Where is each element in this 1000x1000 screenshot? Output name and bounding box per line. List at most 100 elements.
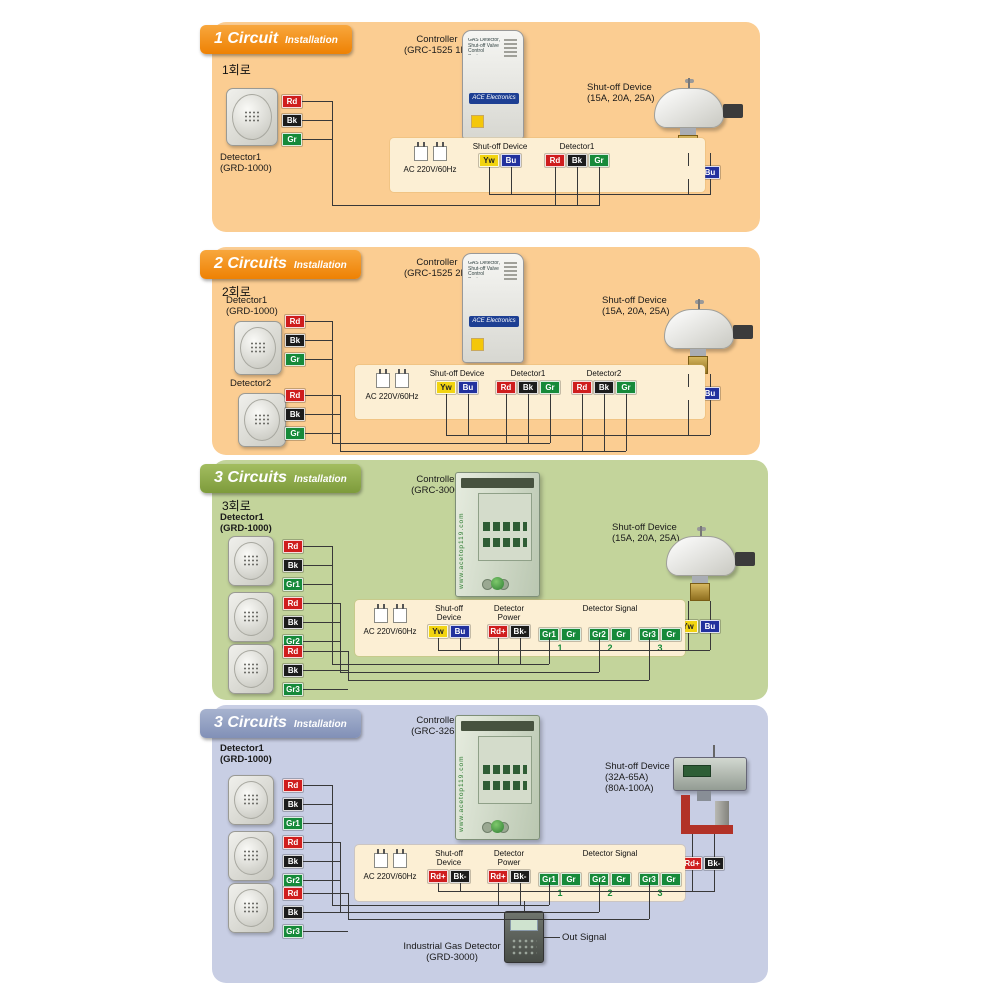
terminal-bk-: Bk- (704, 857, 724, 870)
detector1-label: Detector1 (GRD-1000) (226, 295, 278, 317)
terminal-rd: Rd (572, 381, 592, 394)
terminal-rd+: Rd+ (488, 870, 508, 883)
wire (520, 883, 521, 905)
wire (528, 394, 529, 443)
wire (340, 395, 341, 451)
wiring-group-detector-power: Detector Power Rd+Bk- (483, 604, 535, 638)
wire (303, 785, 332, 786)
outlet-icon (413, 142, 428, 161)
wire (688, 633, 689, 650)
wire (489, 167, 490, 194)
wire (303, 893, 348, 894)
terminal-gr3: Gr3 (639, 873, 659, 886)
wire (332, 443, 550, 444)
terminal-gr: Gr (282, 133, 302, 146)
terminal-gr: Gr (616, 381, 636, 394)
wire (446, 435, 710, 436)
circuit-count-label: 1회로 (222, 63, 251, 77)
wire (555, 167, 556, 205)
wire (710, 400, 711, 435)
terminal-rd: Rd (496, 381, 516, 394)
wire (340, 672, 599, 673)
valve-display-icon (683, 765, 711, 777)
shutoff-terminals: Rd+Bk- (682, 857, 724, 870)
ac-power: AC 220V/60Hz (361, 846, 419, 881)
wire (599, 638, 600, 672)
wire (348, 893, 349, 919)
terminal-bu: Bu (501, 154, 521, 167)
wire (305, 321, 332, 322)
controller-label: Controller (GRC-3265) (411, 715, 463, 737)
terminal-bk: Bk (285, 334, 305, 347)
terminal-gr: Gr (661, 873, 681, 886)
terminal-rd: Rd (285, 315, 305, 328)
terminal-rd+: Rd+ (488, 625, 508, 638)
wire (688, 179, 689, 194)
controller-header-band (461, 721, 534, 731)
wire (688, 601, 689, 620)
wire (506, 394, 507, 443)
terminal-yw: Yw (436, 381, 456, 394)
wire (303, 641, 340, 642)
terminal-rd: Rd (283, 597, 303, 610)
badge-subtitle: Installation (293, 719, 347, 730)
wire (550, 394, 551, 443)
controller-image: GAS Detector, Shut-off Valve Control Sys… (462, 30, 524, 140)
detector1-label: Detector1 (GRD-1000) (220, 743, 272, 765)
controller-label: Controller (GRC-3000) (411, 474, 463, 496)
wire (468, 394, 469, 435)
device-part (698, 299, 700, 311)
wire (498, 638, 499, 664)
wire (332, 905, 549, 906)
wire (332, 205, 600, 206)
terminal-gr: Gr (540, 381, 560, 394)
wire (303, 804, 332, 805)
outlet-icon (392, 849, 407, 868)
panel-3-circuits: 3 Circuits Installation 3회로 Detector1 (G… (200, 460, 768, 700)
detector-image (228, 831, 274, 881)
signal-pair-numbers: 1 2 3 (557, 643, 663, 653)
terminal-bk-: Bk- (510, 625, 530, 638)
ac-power-label: AC 220V/60Hz (403, 165, 457, 174)
wire (305, 340, 332, 341)
detector-image (238, 393, 286, 447)
badge-title: 2 Circuits (214, 255, 287, 272)
device-part (654, 88, 724, 128)
wire (599, 167, 600, 205)
wire (710, 601, 711, 620)
terminal-gr2: Gr2 (283, 874, 303, 887)
wire (305, 433, 340, 434)
circuit-count-label: 3회로 (222, 499, 251, 513)
wire (489, 194, 711, 195)
brand-emblem-icon (490, 577, 504, 590)
wire (714, 870, 715, 891)
device-part (664, 309, 734, 349)
detector-image (228, 536, 274, 586)
circuit-count-label: 2회로 (222, 285, 251, 299)
device-part (483, 538, 527, 547)
wire (626, 394, 627, 451)
device-part (723, 104, 743, 118)
wire (303, 651, 348, 652)
terminal-rd+: Rd+ (428, 870, 448, 883)
wire (710, 633, 711, 650)
terminal-rd: Rd (282, 95, 302, 108)
wire (302, 101, 332, 102)
wire (348, 680, 649, 681)
panel1-title-badge: 1 Circuit Installation (200, 25, 352, 54)
controller-brand-plate: ACE Electronics (469, 93, 519, 104)
wire (303, 931, 348, 932)
terminal-bk: Bk (594, 381, 614, 394)
controller-front-text: GAS Detector, Shut-off Valve Control Sys… (468, 38, 500, 55)
